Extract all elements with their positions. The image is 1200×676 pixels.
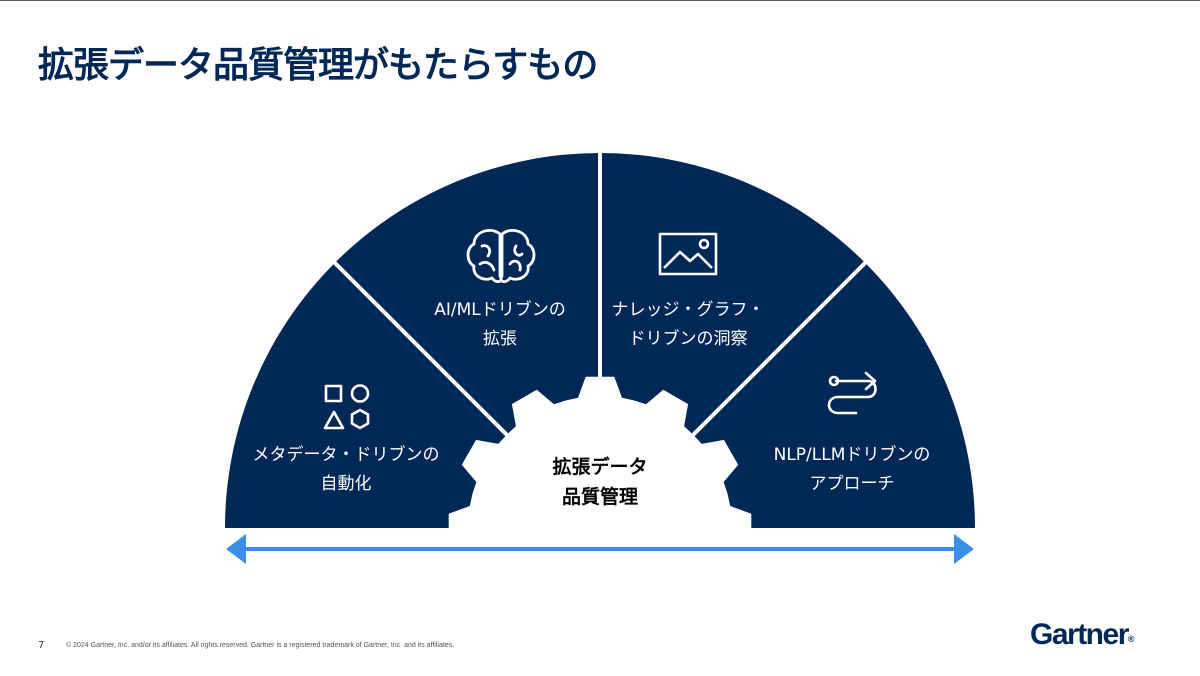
image-icon	[658, 232, 718, 276]
shapes-icon	[323, 384, 370, 430]
segment-label-metadata: メタデータ・ドリブンの 自動化	[236, 441, 456, 499]
center-label-line2: 品質管理	[561, 486, 638, 508]
double-arrow	[226, 534, 974, 564]
segment-label-line2: 自動化	[320, 474, 372, 494]
logo-wordmark: Gartner	[1030, 618, 1129, 651]
segment-label-line1: NLP/LLMドリブンの	[773, 445, 931, 465]
segment-label-knowledge-graph: ナレッジ・グラフ・ ドリブンの洞察	[600, 296, 776, 354]
gartner-logo: Gartner®	[1030, 618, 1135, 652]
segment-label-line2: ドリブンの洞察	[628, 329, 748, 349]
segment-label-line1: AI/MLドリブンの	[434, 300, 566, 320]
segment-label-aiml: AI/MLドリブンの 拡張	[410, 296, 590, 354]
route-icon	[827, 371, 877, 415]
page-number: 7	[38, 640, 45, 651]
registered-mark: ®	[1127, 634, 1135, 644]
top-rule	[0, 0, 1200, 1]
center-label-line1: 拡張データ	[552, 456, 648, 478]
segment-label-line2: 拡張	[483, 329, 517, 349]
segment-label-nlp-llm: NLP/LLMドリブンの アプローチ	[744, 441, 960, 499]
segment-label-line1: メタデータ・ドリブンの	[252, 445, 440, 465]
copyright-notice: © 2024 Gartner, Inc. and/or its affiliat…	[66, 642, 455, 649]
brain-icon	[466, 229, 536, 283]
slide-title: 拡張データ品質管理がもたらすもの	[38, 45, 598, 86]
segment-label-line1: ナレッジ・グラフ・	[611, 300, 765, 320]
center-label: 拡張データ 品質管理	[520, 452, 680, 512]
segment-label-line2: アプローチ	[809, 474, 895, 494]
gear-hub	[448, 376, 752, 676]
